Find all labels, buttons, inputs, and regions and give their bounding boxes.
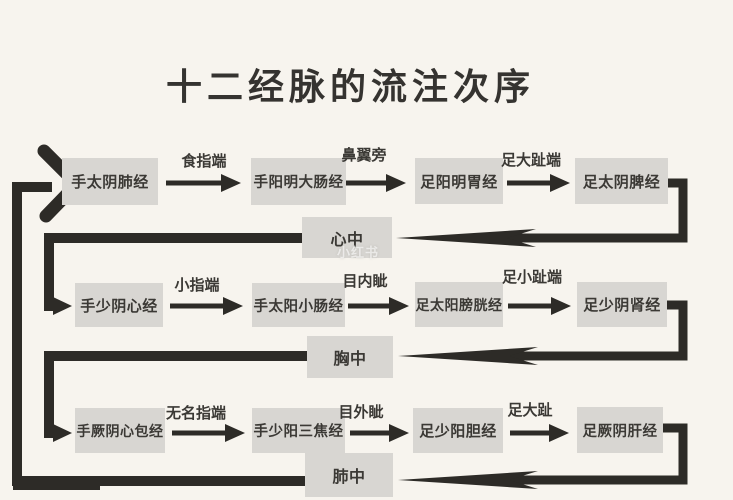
return-arrow-icon: [398, 300, 688, 365]
return-node-heart-center: 心中: [302, 217, 392, 258]
diagram-title: 十二经脉的流注次序: [166, 67, 536, 108]
return-connector-icon: [44, 233, 302, 315]
watermark: 小红书: [337, 246, 380, 261]
transfer-label-nose-wing: 鼻翼旁: [341, 146, 387, 164]
flow-arrow-icon: [172, 424, 569, 442]
loop-connector: [12, 182, 305, 490]
transfer-label-ring-finger-tip: 无名指端: [165, 404, 227, 422]
flow-arrow-icon: [170, 297, 571, 315]
meridian-box-lung: 手太阴肺经: [62, 158, 158, 205]
meridian-box-kidney: 足少阴肾经: [577, 282, 667, 327]
flow-arrow-icon: [166, 174, 570, 192]
return-connector-icon: [44, 351, 307, 442]
return-node-chest-center: 胸中: [307, 336, 393, 378]
meridian-box-bladder: 足太阳膀胱经: [415, 282, 503, 327]
meridian-box-heart: 手少阴心经: [75, 283, 163, 327]
transfer-label-little-finger-tip: 小指端: [174, 276, 220, 294]
transfer-label-inner-canthus: 目内眦: [342, 272, 388, 290]
transfer-label-big-toe-tip: 足大趾端: [500, 151, 562, 169]
meridian-box-spleen: 足太阴脾经: [575, 158, 668, 204]
meridian-box-small-intestine: 手太阳小肠经: [252, 283, 345, 327]
transfer-label-index-finger-tip: 食指端: [181, 152, 227, 170]
transfer-label-big-toe: 足大趾: [507, 401, 553, 419]
meridian-box-stomach: 足阳明胃经: [415, 158, 503, 204]
transfer-label-outer-canthus: 目外眦: [338, 403, 384, 421]
transfer-label-little-toe-tip: 足小趾端: [501, 268, 563, 286]
meridian-box-large-intestine: 手阳明大肠经: [251, 158, 346, 205]
return-node-lung-center: 肺中: [305, 453, 393, 497]
meridian-box-liver: 足厥阴肝经: [577, 407, 663, 453]
meridian-box-gallbladder: 足少阳胆经: [413, 408, 503, 453]
meridian-box-pericardium: 手厥阴心包经: [75, 408, 165, 453]
meridian-box-triple-burner: 手少阳三焦经: [252, 408, 345, 453]
return-arrow-icon: [398, 423, 688, 489]
return-arrow-icon: [396, 178, 688, 247]
